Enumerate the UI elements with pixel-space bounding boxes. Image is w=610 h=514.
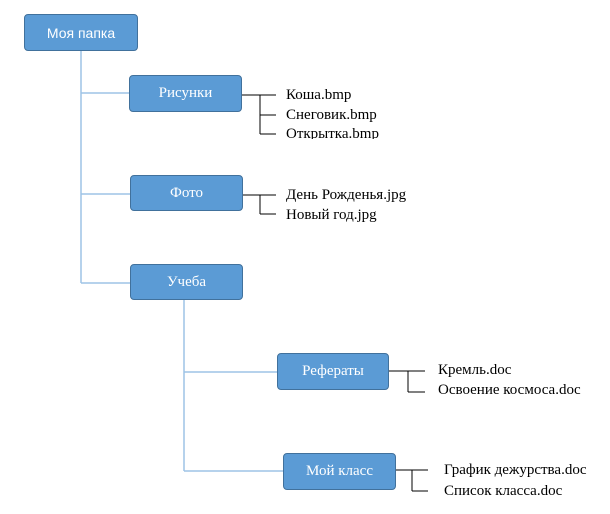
- file-label-duty-schedule: График дежурства.doc: [444, 462, 587, 478]
- file-label-snowman: Снеговик.bmp: [286, 107, 377, 123]
- file-label-postcard: Открытка.bmp: [286, 126, 379, 139]
- file-label-birthday: День Рожденья.jpg: [286, 187, 407, 203]
- folder-essays[interactable]: Рефераты: [277, 353, 389, 390]
- file-label-kosha: Коша.bmp: [286, 87, 352, 103]
- folder-pictures[interactable]: Рисунки: [129, 75, 242, 112]
- file-label-kremlin: Кремль.doc: [438, 362, 512, 378]
- file-label-space: Освоение космоса.doc: [438, 382, 581, 398]
- file-label-class-list: Список класса.doc: [444, 483, 563, 499]
- folder-root[interactable]: Моя папка: [24, 14, 138, 51]
- file-label-new-year: Новый год.jpg: [286, 207, 377, 223]
- folder-study[interactable]: Учеба: [130, 264, 243, 300]
- folder-my-class[interactable]: Мой класс: [283, 453, 396, 490]
- folder-photo[interactable]: Фото: [130, 175, 243, 211]
